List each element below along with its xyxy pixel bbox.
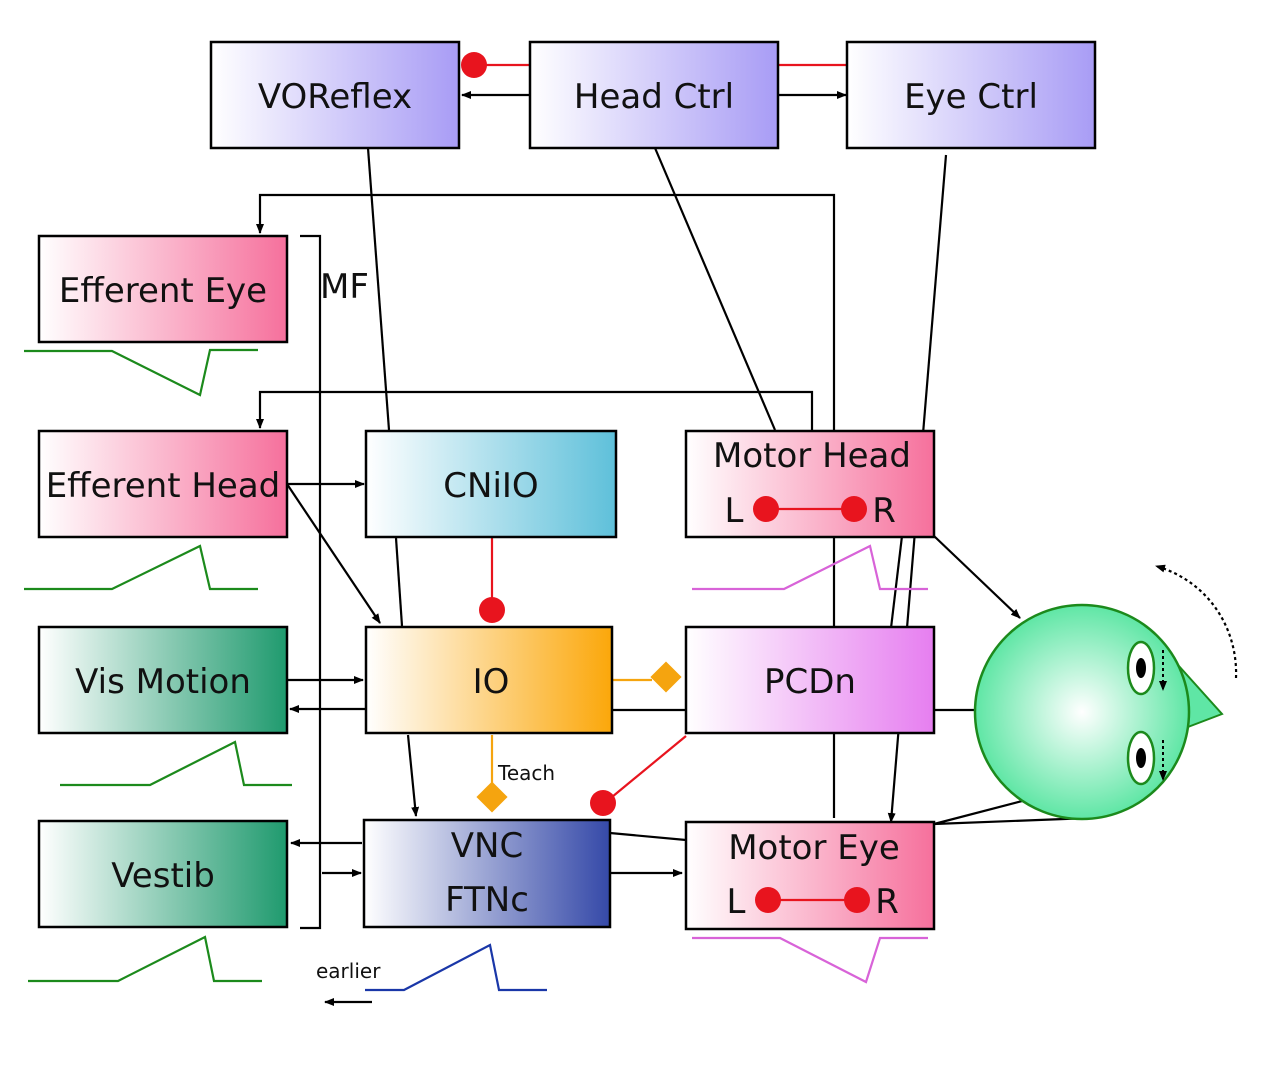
vis-motion-trace [60,740,292,787]
motor-eye-left-label: L [727,882,746,922]
voreflex-to-cniio-line [366,147,391,431]
efferent-head-trace [24,544,258,591]
pcdn-box[interactable]: PCDn [684,625,936,735]
io-box[interactable]: IO [364,625,614,735]
cniio-box[interactable]: CNiIO [364,429,618,539]
efferent-eye-box[interactable]: Efferent Eye [37,234,289,344]
vnc-label-line1: VNC [451,826,523,866]
vnc-label-line2: FTNc [445,880,529,920]
upper-pupil-icon [1136,658,1146,678]
head-ctrl-box[interactable]: Head Ctrl [528,40,780,150]
teach-label: Teach [497,761,555,785]
motor-head-right-label: R [872,491,896,531]
head-icon [973,603,1191,821]
vnc-trace [365,943,547,992]
efferent-head-label: Efferent Head [46,466,281,506]
motor-eye-trace [692,936,928,984]
head-illustration [973,564,1238,821]
efferent-eye-label: Efferent Eye [59,271,267,311]
efferenthead-to-io-arrow [286,483,381,624]
motor-head-right-dot [841,496,867,522]
motor-eye-left-dot [755,887,781,913]
vnc-motoreye-line [609,831,687,842]
vestib-trace [28,935,262,983]
vnc-inhibit-dot [590,790,616,816]
eye-ctrl-label: Eye Ctrl [904,77,1038,117]
cniio-to-io-line [394,537,404,627]
vis-motion-box[interactable]: Vis Motion [37,625,289,735]
io-inhibit-dot [479,597,505,623]
head-return-line [933,816,1091,826]
vnc-box[interactable]: VNC FTNc [362,818,612,929]
earlier-label: earlier [316,959,381,983]
head-ctrl-label: Head Ctrl [574,77,734,117]
motor-head-left-label: L [725,491,744,531]
feedback-to-efferent-head [256,390,814,430]
efferent-head-box[interactable]: Efferent Head [37,429,289,539]
motor-eye-box[interactable]: Motor Eye L R [684,820,936,931]
cniio-label: CNiIO [443,466,538,506]
pcdn-teach-diamond [650,661,682,693]
efferent-eye-trace [24,348,258,397]
voreflex-inhibit-dot [461,52,487,78]
mf-label: MF [320,267,369,307]
io-label: IO [473,662,510,702]
motorhead-to-head-arrow [933,535,1021,619]
eye-ctrl-box[interactable]: Eye Ctrl [845,40,1097,150]
motor-head-box[interactable]: Motor Head L R [684,429,936,539]
motor-head-left-dot [753,496,779,522]
lower-pupil-icon [1136,748,1146,768]
motor-eye-right-label: R [875,882,899,922]
mf-bracket [300,234,322,930]
vestib-box[interactable]: Vestib [37,819,289,929]
motor-head-trace [692,544,928,591]
pcdn-label: PCDn [764,662,856,702]
motor-eye-right-dot [844,887,870,913]
voreflex-label: VOReflex [258,77,412,117]
signal-traces [24,348,928,992]
motor-eye-label: Motor Eye [728,828,900,868]
io-to-vnc-arrow [406,734,420,817]
vis-motion-label: Vis Motion [75,662,251,702]
pcdn-vnc-inhibit-line [611,735,687,798]
headctrl-to-motorhead-line [653,147,777,431]
motor-head-label: Motor Head [713,436,911,476]
vnc-teach-diamond [476,781,508,813]
voreflex-box[interactable]: VOReflex [209,40,461,150]
feedback-to-efferent-eye [256,193,836,430]
vestib-label: Vestib [111,856,215,896]
